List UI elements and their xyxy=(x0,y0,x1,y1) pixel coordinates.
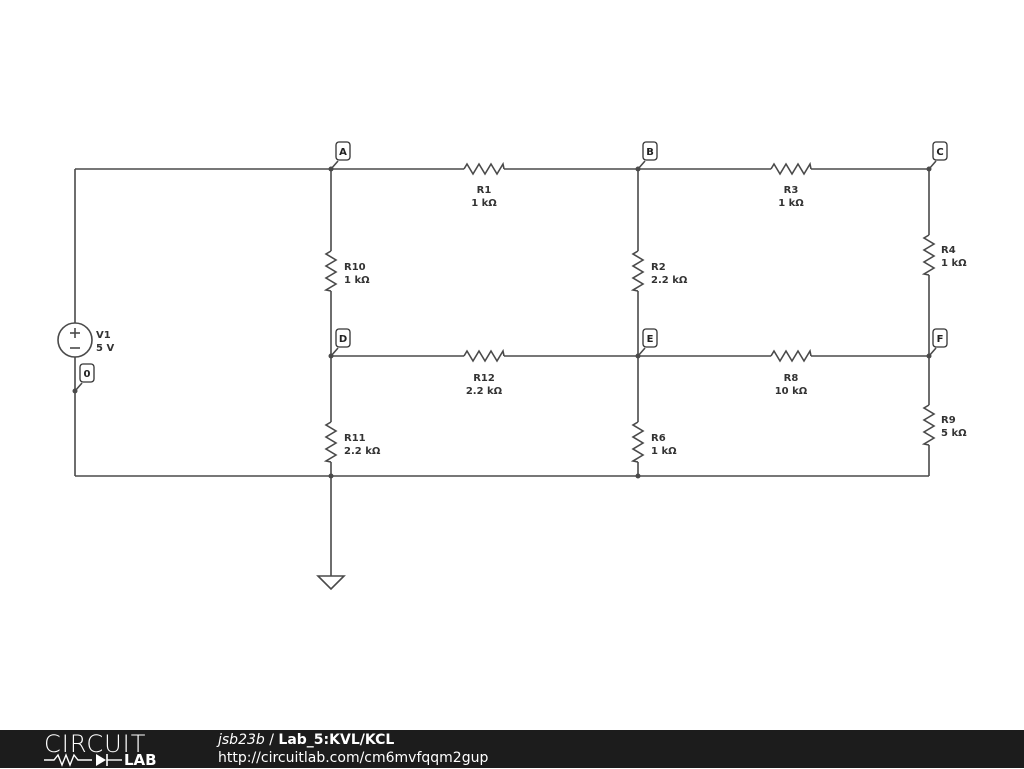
ground-icon xyxy=(316,575,346,591)
resistor-r9[interactable]: R9 5 kΩ xyxy=(921,404,967,446)
r4-value: 1 kΩ xyxy=(941,258,967,269)
node-f-label: F xyxy=(937,334,944,345)
node-tag-f[interactable]: F xyxy=(928,328,948,357)
footer-bar: CIRCUIT LAB jsb23b / Lab_5:KVL/KCL http:… xyxy=(0,730,1024,768)
breadcrumb-separator: / xyxy=(264,732,279,748)
voltage-source-v1[interactable]: V1 5 V xyxy=(57,322,114,358)
node-b-label: B xyxy=(646,147,654,158)
r10-name: R10 xyxy=(344,262,366,273)
r12-value: 2.2 kΩ xyxy=(466,386,503,397)
schematic-meta: jsb23b / Lab_5:KVL/KCL http://circuitlab… xyxy=(218,732,488,767)
node-0-label: 0 xyxy=(84,369,91,380)
wires xyxy=(74,168,930,576)
resistor-r11[interactable]: R11 2.2 kΩ xyxy=(323,421,381,463)
breadcrumb: jsb23b / Lab_5:KVL/KCL xyxy=(218,732,488,749)
author-link[interactable]: jsb23b xyxy=(218,732,265,748)
resistor-r6[interactable]: R6 1 kΩ xyxy=(630,421,677,463)
r10-value: 1 kΩ xyxy=(344,275,370,286)
v1-name: V1 xyxy=(96,330,111,341)
node-tag-0[interactable]: 0 xyxy=(74,363,95,392)
v1-value: 5 V xyxy=(96,343,114,354)
r2-name: R2 xyxy=(651,262,666,273)
resistor-r1[interactable]: R1 1 kΩ xyxy=(463,161,505,209)
r12-name: R12 xyxy=(473,373,495,384)
r11-value: 2.2 kΩ xyxy=(344,446,381,457)
r9-value: 5 kΩ xyxy=(941,428,967,439)
r6-name: R6 xyxy=(651,433,666,444)
resistor-r4[interactable]: R4 1 kΩ xyxy=(921,234,967,276)
junctions xyxy=(72,166,932,479)
r4-name: R4 xyxy=(941,245,956,256)
logo-wordmark-top: CIRCUIT xyxy=(44,730,147,758)
r1-value: 1 kΩ xyxy=(471,198,497,209)
circuitlab-logo[interactable]: CIRCUIT LAB xyxy=(42,730,182,768)
r6-value: 1 kΩ xyxy=(651,446,677,457)
circuit-schematic: V1 5 V R1 1 kΩ R3 1 kΩ R10 1 kΩ R2 2.2 k… xyxy=(57,141,967,591)
node-tag-a[interactable]: A xyxy=(330,141,351,170)
node-d-label: D xyxy=(339,334,347,345)
project-title[interactable]: Lab_5:KVL/KCL xyxy=(278,732,395,748)
resistor-r3[interactable]: R3 1 kΩ xyxy=(770,161,812,209)
schematic-url-link[interactable]: http://circuitlab.com/cm6mvfqqm2gup xyxy=(218,750,489,766)
r8-value: 10 kΩ xyxy=(775,386,808,397)
node-e-label: E xyxy=(647,334,654,345)
logo-wave-icon xyxy=(44,753,122,767)
node-tag-d[interactable]: D xyxy=(330,328,351,357)
r1-name: R1 xyxy=(477,185,492,196)
node-tag-e[interactable]: E xyxy=(637,328,658,357)
r3-value: 1 kΩ xyxy=(778,198,804,209)
resistor-r10[interactable]: R10 1 kΩ xyxy=(323,250,370,292)
node-c-label: C xyxy=(936,147,943,158)
r9-name: R9 xyxy=(941,415,956,426)
node-tag-b[interactable]: B xyxy=(637,141,658,170)
r8-name: R8 xyxy=(784,373,799,384)
node-tag-c[interactable]: C xyxy=(928,141,948,170)
resistor-r2[interactable]: R2 2.2 kΩ xyxy=(630,250,688,292)
node-a-label: A xyxy=(339,147,347,158)
resistor-r8[interactable]: R8 10 kΩ xyxy=(770,348,812,397)
r11-name: R11 xyxy=(344,433,366,444)
r2-value: 2.2 kΩ xyxy=(651,275,688,286)
resistor-r12[interactable]: R12 2.2 kΩ xyxy=(463,348,505,397)
r3-name: R3 xyxy=(784,185,799,196)
logo-wordmark-bottom: LAB xyxy=(124,751,157,769)
